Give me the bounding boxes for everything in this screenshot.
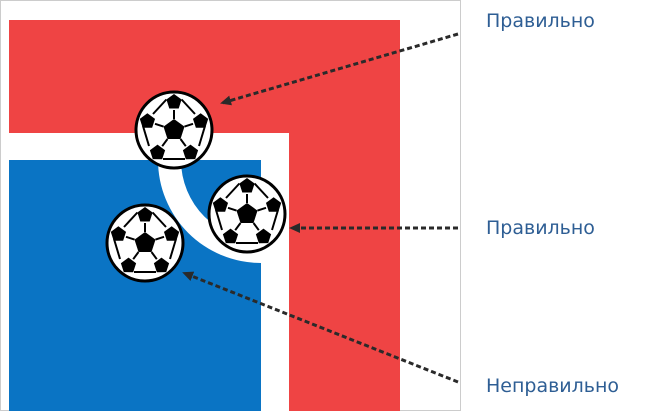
label-incorrect: Неправильно xyxy=(486,377,619,396)
soccer-ball-icon xyxy=(136,92,212,168)
label-correct-top: Правильно xyxy=(486,12,595,31)
soccer-ball-icon xyxy=(107,205,183,281)
soccer-ball-icon xyxy=(209,176,285,252)
label-correct-right: Правильно xyxy=(486,219,595,238)
